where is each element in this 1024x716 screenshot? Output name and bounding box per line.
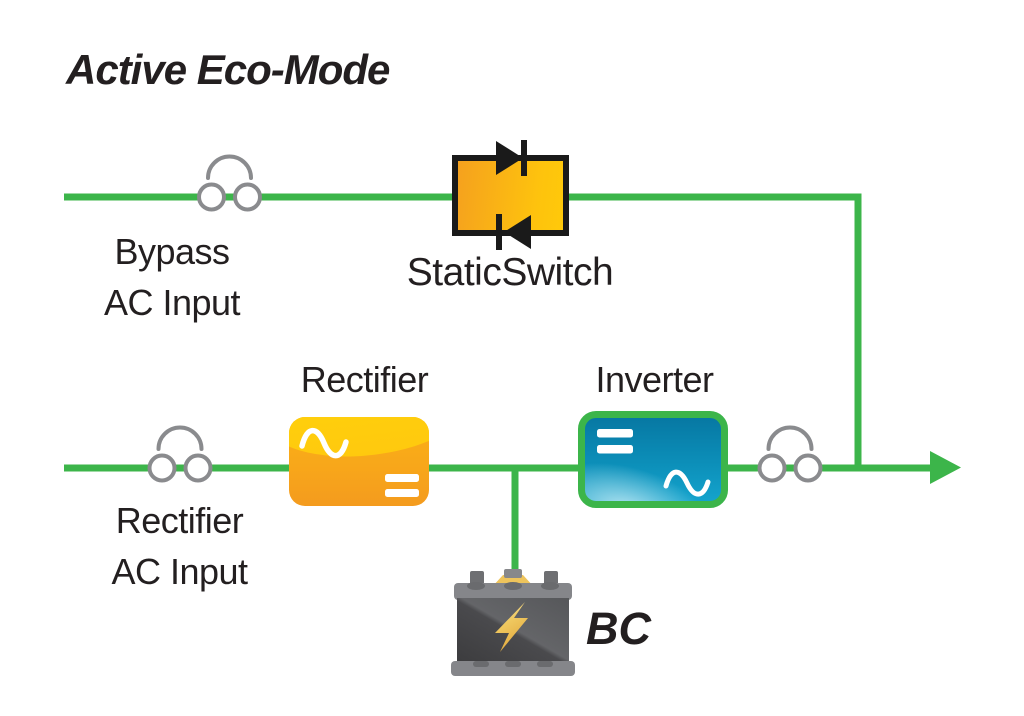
rectifier-label: Rectifier (300, 359, 429, 400)
battery-label: BC (586, 603, 651, 654)
battery-body (457, 598, 569, 663)
breaker-icon (197, 154, 262, 212)
battery-bottom-rim (451, 661, 575, 676)
page-title: Active Eco-Mode (66, 46, 390, 93)
battery-cap (492, 575, 534, 587)
battery-terminal (470, 571, 484, 585)
ac-sine-icon (299, 427, 349, 459)
rectifier-ac-input-line2: AC Input (111, 551, 248, 593)
inverter-label: Inverter (595, 359, 714, 400)
battery-top-rim (454, 583, 572, 600)
dc-bars-icon (385, 474, 419, 497)
battery-cap-top (504, 569, 522, 578)
static-switch-box (452, 155, 569, 236)
rectifier-ac-input-label: Rectifier AC Input (62, 495, 297, 597)
lightning-bolt-icon (495, 602, 528, 652)
battery-icon (451, 569, 575, 676)
output-arrow-icon (930, 451, 961, 484)
dc-bars-icon (597, 429, 633, 454)
rectifier-ac-input-line1: Rectifier (115, 500, 244, 541)
breaker-icon (147, 425, 213, 483)
inverter-box (578, 411, 728, 508)
bypass-ac-input-line1: Bypass (114, 231, 230, 272)
battery-terminal (544, 571, 558, 585)
rectifier-box (289, 417, 429, 506)
breaker-icon (757, 425, 823, 483)
bypass-ac-input-label: Bypass AC Input (58, 226, 286, 328)
static-switch-label: StaticSwitch (406, 251, 614, 294)
ac-sine-icon (663, 469, 711, 497)
bypass-ac-input-line2: AC Input (103, 282, 241, 324)
